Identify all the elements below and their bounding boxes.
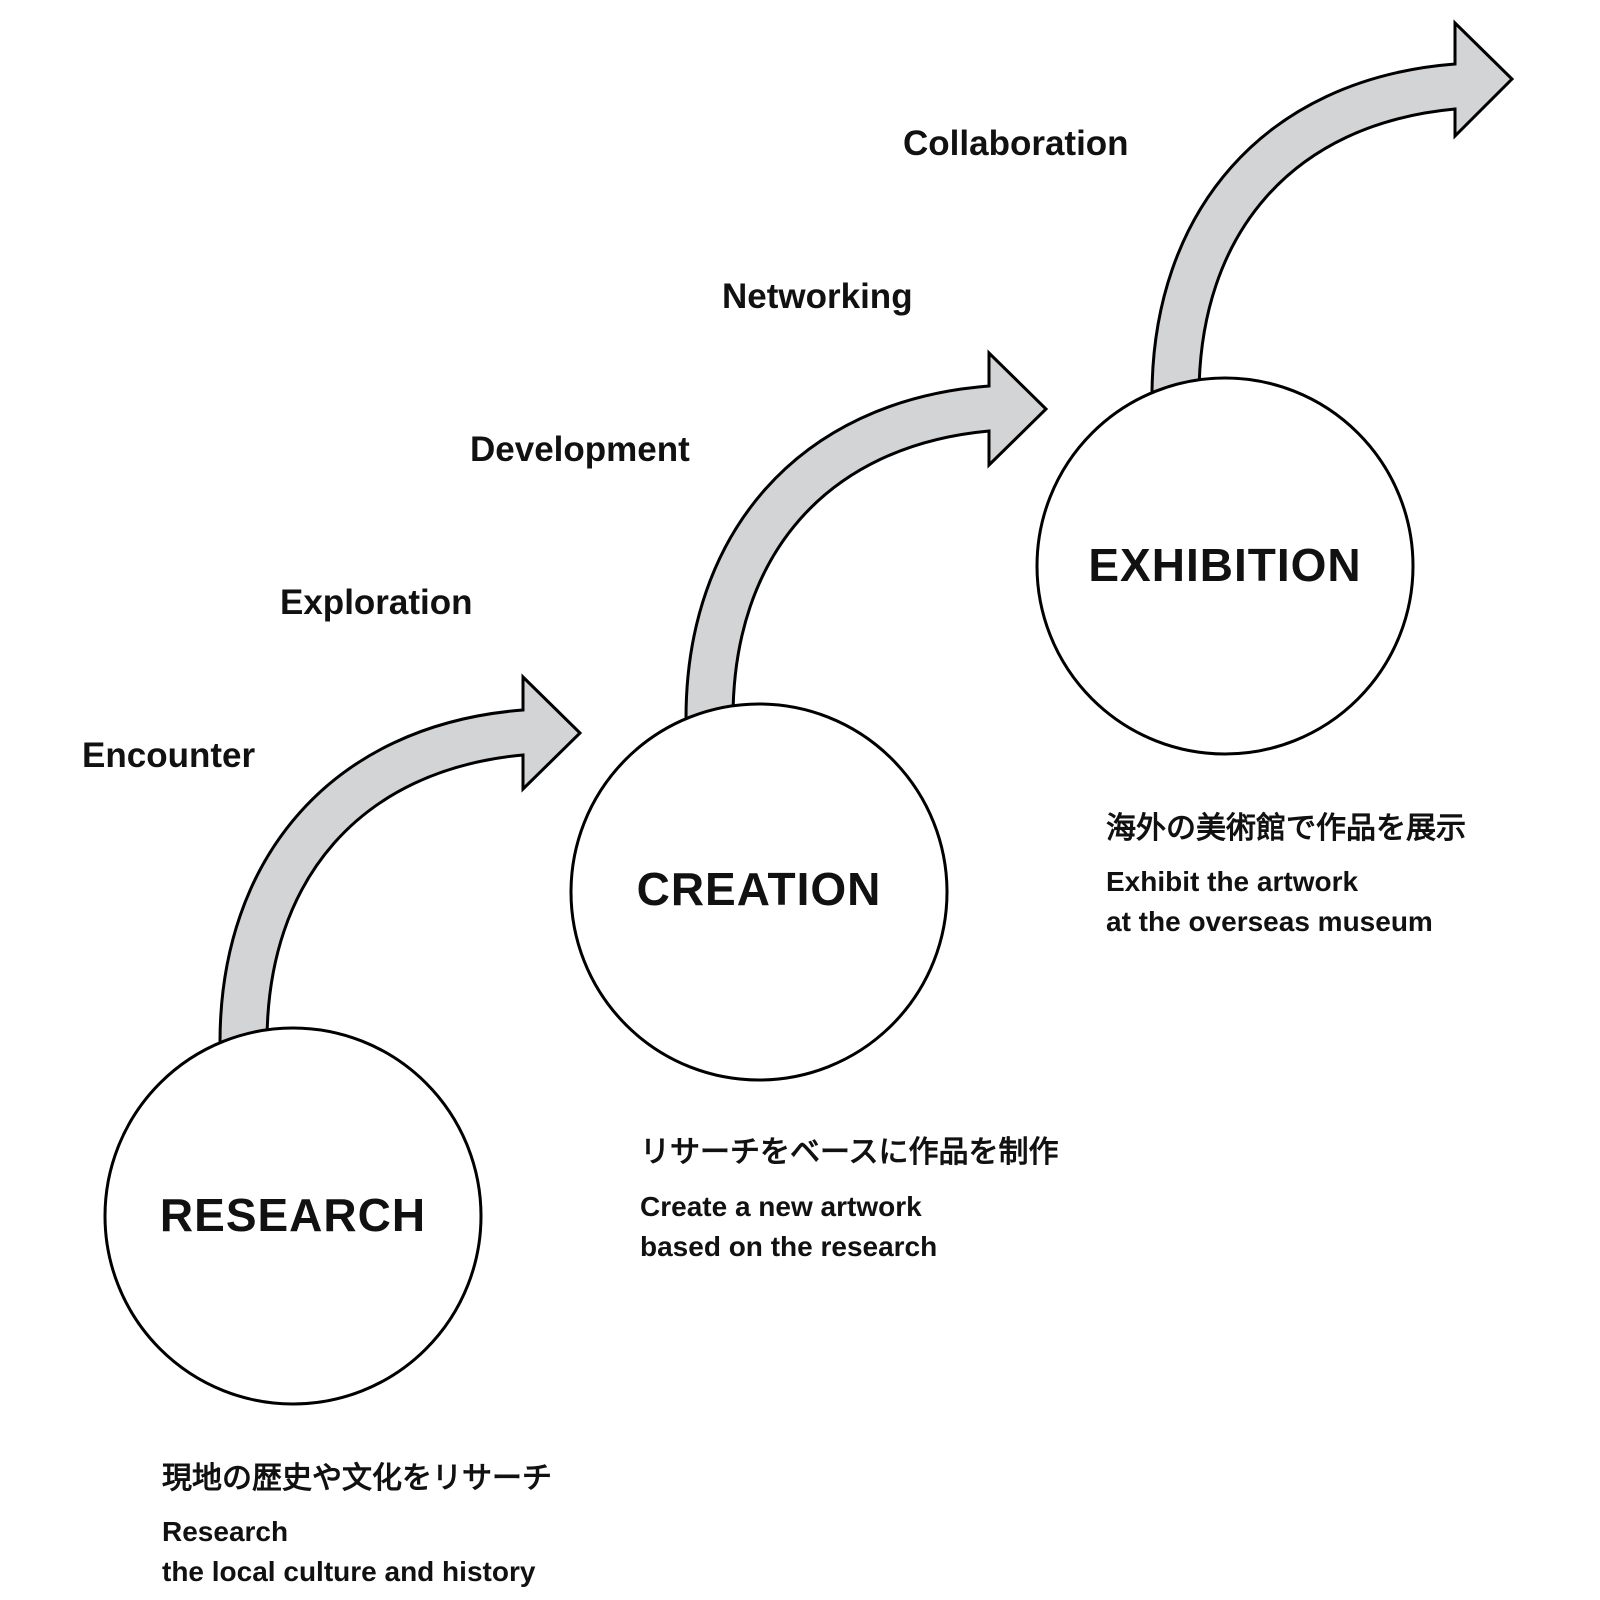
- research-description-en: Research the local culture and history: [162, 1512, 535, 1592]
- keyword-development: Development: [470, 430, 690, 469]
- keyword-exploration: Exploration: [280, 583, 473, 622]
- research-description-en-line1: Research: [162, 1516, 289, 1547]
- research-description-en-line2: the local culture and history: [162, 1556, 536, 1587]
- stage-circle-creation: [569, 702, 949, 1082]
- creation-description-jp: リサーチをベースに作品を制作: [640, 1135, 1059, 1170]
- arrow-creation-to-exhibition: [684, 349, 1049, 720]
- stage-title-exhibition: EXHIBITION: [1088, 539, 1361, 591]
- arrow-exhibition-outward: [1150, 19, 1515, 398]
- keyword-encounter: Encounter: [82, 736, 256, 775]
- stage-circle-research: [103, 1026, 483, 1406]
- stage-circle-exhibition: [1035, 376, 1415, 756]
- exhibition-description-jp: 海外の美術館で作品を展示: [1106, 811, 1466, 846]
- exhibition-description-en-line1: Exhibit the artwork: [1106, 866, 1359, 897]
- creation-description-en-line2: based on the research: [640, 1231, 938, 1262]
- keyword-collaboration: Collaboration: [903, 124, 1129, 163]
- stage-title-research: RESEARCH: [160, 1189, 426, 1241]
- stage-title-creation: CREATION: [637, 863, 882, 915]
- creation-description-en-line1: Create a new artwork: [640, 1191, 922, 1222]
- exhibition-description-en-line2: at the overseas museum: [1106, 906, 1433, 937]
- arrow-research-to-creation: [218, 673, 583, 1044]
- keyword-networking: Networking: [722, 277, 913, 316]
- exhibition-description-en: Exhibit the artwork at the overseas muse…: [1106, 862, 1433, 942]
- creation-description-en: Create a new artwork based on the resear…: [640, 1187, 937, 1267]
- research-description-jp: 現地の歴史や文化をリサーチ: [162, 1461, 552, 1496]
